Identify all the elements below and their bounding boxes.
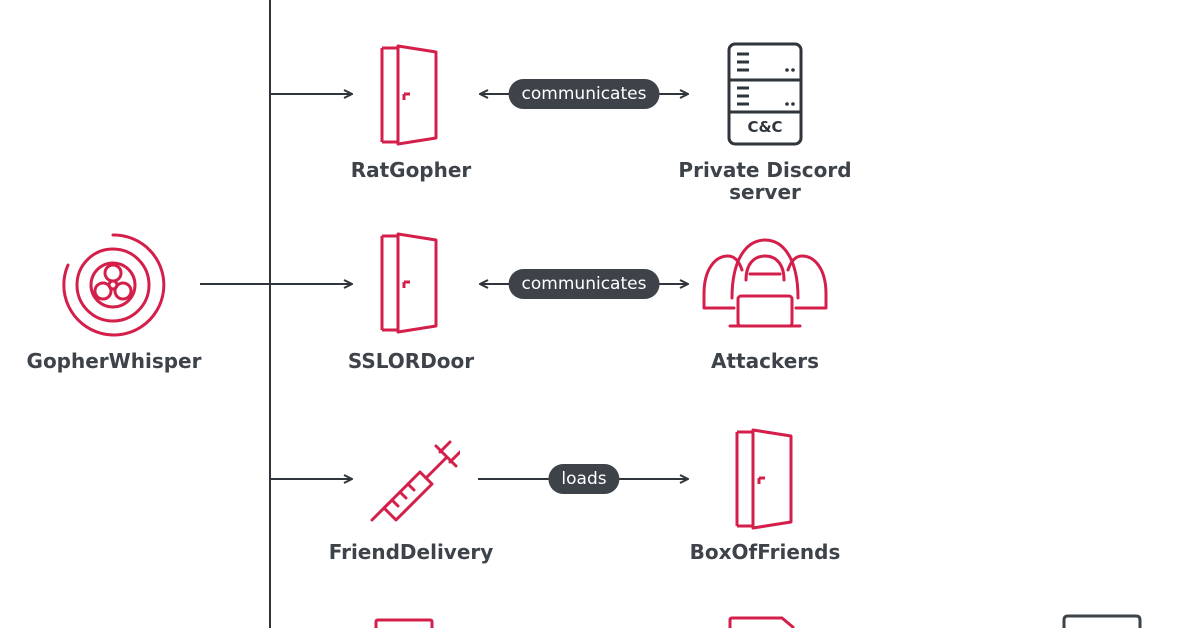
biohazard-icon — [62, 233, 166, 337]
door-icon — [380, 232, 438, 334]
partial-icon-bottom-right — [1062, 614, 1142, 628]
node-label-sslordoor: SSLORDoor — [347, 349, 475, 373]
edge-label-communicates: communicates — [508, 79, 660, 109]
node-label-ratgopher: RatGopher — [350, 158, 472, 182]
node-label-frienddelivery: FriendDelivery — [328, 540, 494, 564]
node-label-boxoffriends: BoxOfFriends — [689, 540, 841, 564]
node-label-discord-line2: server — [729, 180, 801, 204]
door-icon — [735, 428, 793, 530]
server-icon: C&C — [727, 42, 803, 146]
syringe-icon — [370, 440, 460, 522]
server-badge-label: C&C — [747, 118, 783, 136]
partial-icon-bottom-left — [374, 618, 434, 628]
edge-label-communicates: communicates — [508, 269, 660, 299]
node-label-discord-line1: Private Discord — [678, 158, 852, 182]
node-label-gopherwhisper: GopherWhisper — [26, 349, 202, 373]
node-label-attackers: Attackers — [710, 349, 820, 373]
hacker-group-icon — [702, 238, 828, 328]
partial-icon-bottom-middle — [728, 616, 795, 628]
node-label-discord: Private Discord server — [678, 159, 851, 203]
door-icon — [380, 44, 438, 146]
edge-label-loads: loads — [548, 464, 620, 494]
